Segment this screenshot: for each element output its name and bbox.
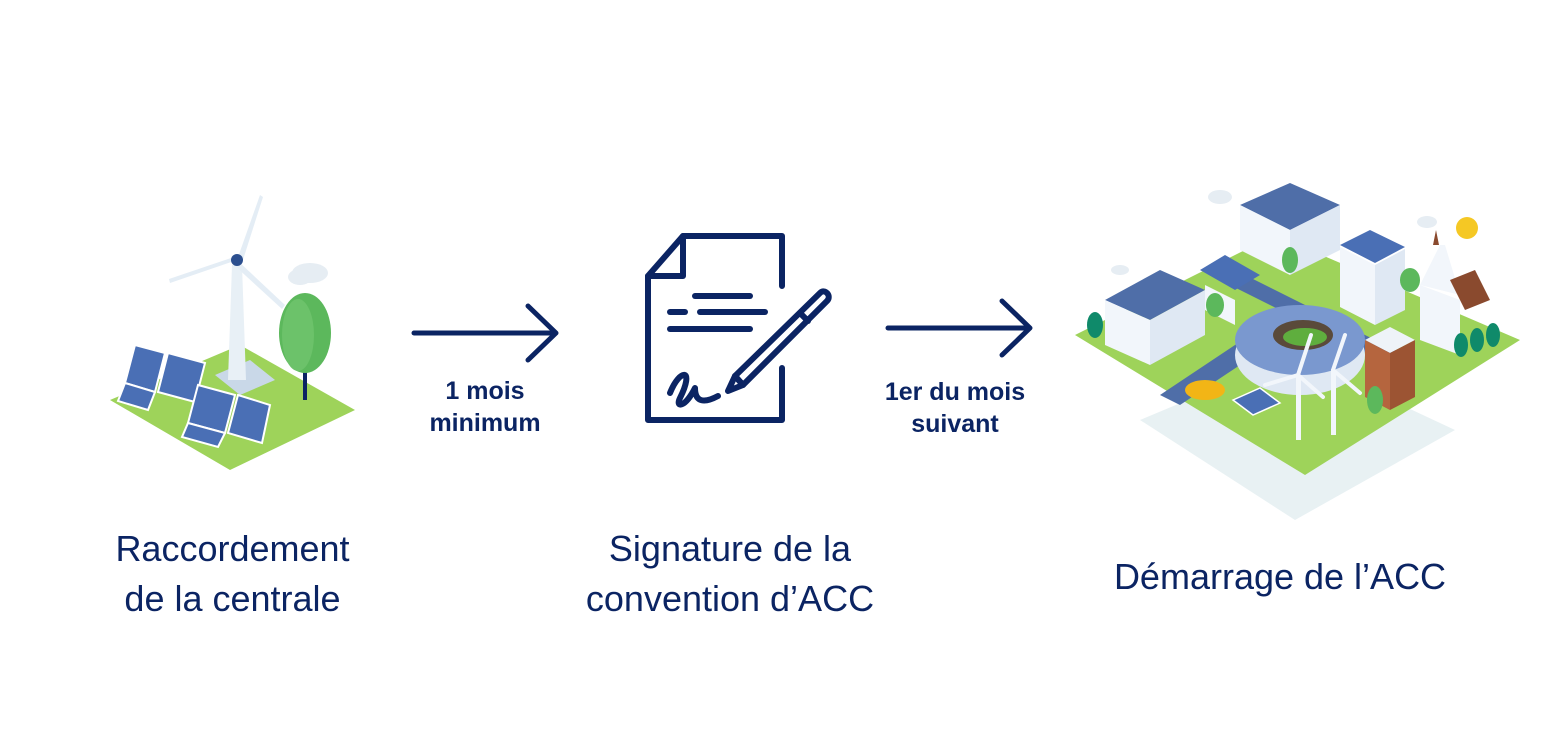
step-1-illustration: [100, 185, 370, 485]
signed-document-pen-icon: [645, 233, 832, 423]
transition-1-label: 1 mois minimum: [429, 377, 541, 437]
transition-2-label: 1er du mois suivant: [884, 378, 1026, 438]
arrow-right-icon: [411, 303, 559, 363]
step-2-title: Signature de la convention d’ACC: [585, 528, 875, 619]
energy-community-town-icon: [1075, 183, 1520, 520]
wind-turbine-solar-panels-icon: [110, 195, 355, 470]
step-1-title: Raccordement de la centrale: [115, 528, 350, 619]
transition-2-arrow: [884, 295, 1036, 361]
step-2-illustration: [640, 228, 835, 428]
transition-1-arrow: [410, 300, 562, 366]
step-3-illustration: [1065, 175, 1525, 525]
step-3-title: Démarrage de l’ACC: [1113, 556, 1447, 597]
arrow-right-icon: [885, 298, 1033, 358]
